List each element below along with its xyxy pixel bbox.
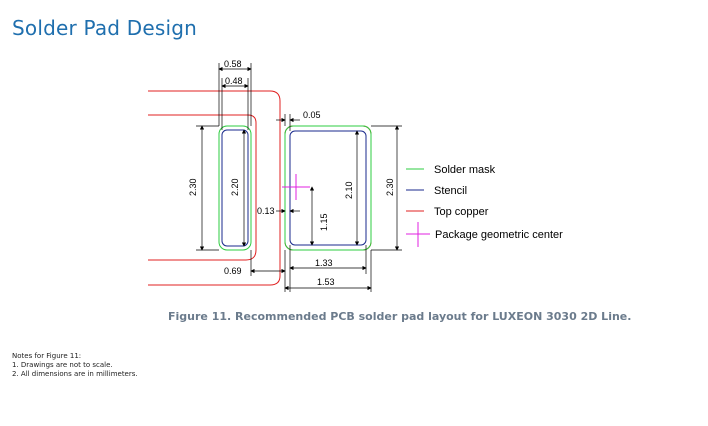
dim-label-1-33: 1.33 — [315, 258, 333, 268]
dim-label-0-48: 0.48 — [225, 76, 243, 86]
figure-caption: Figure 11. Recommended PCB solder pad la… — [168, 310, 632, 323]
dim-label-1-53: 1.53 — [317, 277, 335, 287]
top-copper-outline — [148, 90, 372, 286]
dim-label-2-20: 2.20 — [230, 178, 240, 196]
legend-stencil: Stencil — [434, 185, 467, 197]
page-title: Solder Pad Design — [12, 16, 197, 40]
legend-package-center: Package geometric center — [435, 229, 563, 241]
package-center-swatch — [406, 222, 430, 247]
solder-mask-outline — [218, 125, 372, 251]
note-item: 2. All dimensions are in millimeters. — [12, 370, 138, 378]
dim-label-2-30-left: 2.30 — [188, 178, 198, 196]
dim-label-2-10: 2.10 — [344, 181, 354, 199]
notes-heading: Notes for Figure 11: — [12, 352, 82, 360]
legend-solder-mask: Solder mask — [434, 164, 496, 176]
dim-label-1-15: 1.15 — [319, 213, 329, 231]
dim-label-0-05: 0.05 — [303, 110, 321, 120]
dimension-lines — [196, 63, 402, 292]
legend: Solder mask Stencil Top copper Package g… — [406, 164, 563, 247]
package-center-cross — [282, 174, 310, 200]
legend-top-copper: Top copper — [434, 206, 489, 218]
dim-label-0-69: 0.69 — [224, 266, 242, 276]
stencil-outline — [221, 129, 367, 247]
dim-label-0-58: 0.58 — [224, 59, 242, 69]
figure-notes: Notes for Figure 11: 1. Drawings are not… — [12, 352, 138, 379]
dim-label-0-13: 0.13 — [257, 206, 275, 216]
note-item: 1. Drawings are not to scale. — [12, 361, 113, 369]
dim-label-2-30-right: 2.30 — [385, 178, 395, 196]
